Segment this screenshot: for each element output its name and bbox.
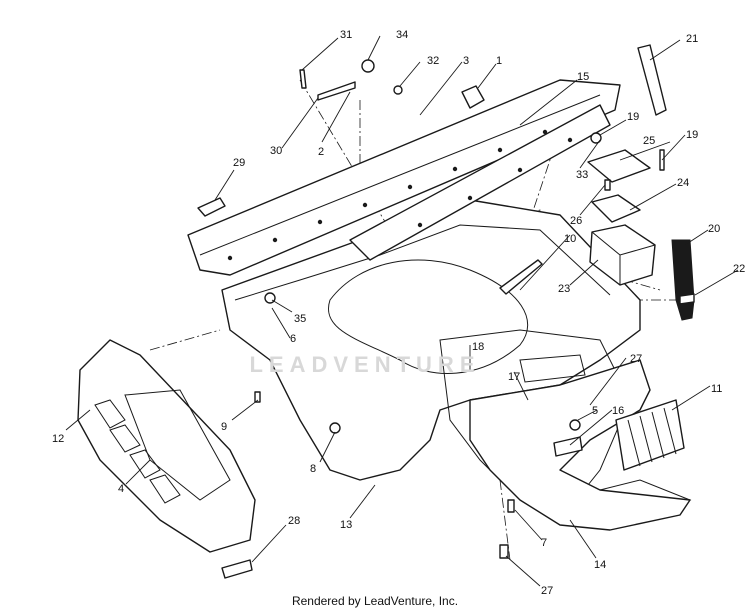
callout-23: 23 (558, 283, 570, 295)
callout-15: 15 (577, 71, 589, 83)
front-grille-panel (77, 339, 256, 553)
pad-24 (591, 194, 641, 223)
callout-28: 28 (288, 515, 300, 527)
callout-3: 3 (463, 55, 469, 67)
callout-34: 34 (396, 29, 408, 41)
callout-1: 1 (496, 55, 502, 67)
callout-8: 8 (310, 463, 316, 475)
hardware (254, 59, 695, 559)
callout-35: 35 (294, 313, 306, 325)
callout-7: 7 (541, 537, 547, 549)
callout-30: 30 (270, 145, 282, 157)
callout-24: 24 (677, 177, 689, 189)
callout-12: 12 (52, 433, 64, 445)
bracket-28 (221, 559, 253, 579)
callout-22: 22 (733, 263, 745, 275)
callout-21: 21 (686, 33, 698, 45)
callout-25: 25 (643, 135, 655, 147)
callout-19b: 19 (686, 129, 698, 141)
callout-9: 9 (221, 421, 227, 433)
callout-11: 11 (711, 383, 722, 395)
upper-frame-rail (187, 79, 621, 276)
handle-20 (671, 239, 695, 321)
callout-29: 29 (233, 157, 245, 169)
callout-19a: 19 (627, 111, 639, 123)
callout-18: 18 (472, 341, 484, 353)
leader-lines (65, 35, 739, 587)
callout-33: 33 (576, 169, 588, 181)
footer-credit: Rendered by LeadVenture, Inc. (291, 594, 459, 608)
bar-10 (499, 259, 543, 295)
callout-labels: 1 2 3 4 5 6 7 8 9 10 11 12 13 14 15 16 1… (52, 29, 745, 597)
callout-17: 17 (508, 371, 520, 383)
callout-13: 13 (340, 519, 352, 531)
battery-box (589, 224, 656, 286)
watermark: LEADVENTURE (249, 352, 481, 377)
callout-14: 14 (594, 559, 606, 571)
grille-insert-11 (615, 399, 685, 471)
callout-16: 16 (612, 405, 624, 417)
callout-10: 10 (564, 233, 576, 245)
callout-27b: 27 (541, 585, 553, 597)
callout-2: 2 (318, 146, 324, 158)
plate-25 (587, 149, 651, 183)
bracket-21 (637, 44, 667, 116)
callout-32: 32 (427, 55, 439, 67)
bracket-29 (197, 197, 226, 217)
callout-4: 4 (118, 483, 124, 495)
callout-26: 26 (570, 215, 582, 227)
callout-27a: 27 (630, 353, 642, 365)
callout-20: 20 (708, 223, 720, 235)
callout-31: 31 (340, 29, 352, 41)
callout-6: 6 (290, 333, 296, 345)
callout-5: 5 (592, 405, 598, 417)
